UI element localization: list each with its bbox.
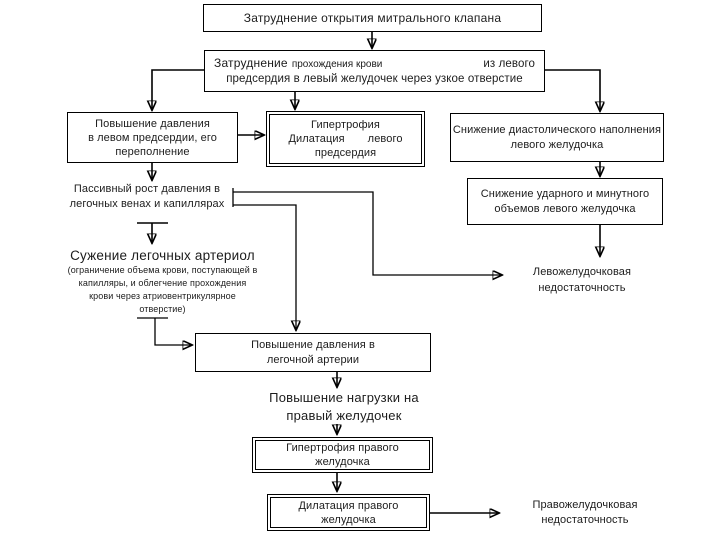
label-h-sub-line3: крови через атриовентрикулярное [89,291,236,301]
node-g-line1: Снижение ударного и минутного [480,187,650,200]
node-b-line1: Затруднение прохождения крови из левого [205,56,544,72]
node-b-left-group: Затруднение прохождения крови [214,56,382,71]
arrow-h-to-k [154,318,192,345]
node-c-line3: переполнение [115,145,190,158]
node-n-inner-frame: Дилатация правого желудочка [270,497,427,528]
arrow-f-to-j [233,191,502,275]
node-stroke-minute-volume-decrease: Снижение ударного и минутного объемов ле… [467,178,663,225]
node-right-ventricle-dilatation: Дилатация правого желудочка [267,494,430,531]
node-k-line2: легочной артерии [266,353,360,366]
label-h-sub-line1: (ограничение объема крови, поступающей в [67,265,258,275]
arrow-b-to-e [545,69,600,111]
node-mitral-valve-opening-difficulty: Затруднение открытия митрального клапана [203,4,542,32]
label-left-ventricular-failure: Левожелудочковая недостаточность [512,262,652,298]
node-d-line1: Гипертрофия [311,119,380,131]
node-b-seg2: прохождения крови [291,58,383,70]
label-l-line2: правый желудочек [286,408,402,423]
node-pulmonary-artery-pressure-rise: Повышение давления в легочной артерии [195,333,431,372]
node-m-line1: Гипертрофия правого [286,442,399,454]
node-n-line1: Дилатация правого [298,499,399,512]
label-j-line1: Левожелудочковая [532,266,632,278]
arrow-f-to-k [233,204,296,330]
node-d-line2: Дилатация левого [270,132,421,146]
label-f-line1: Пассивный рост давления в [73,183,221,195]
label-passive-pulmonary-vein-pressure: Пассивный рост давления в легочных венах… [48,181,246,213]
node-e-line1: Снижение диастолического наполнения [452,123,662,136]
node-d-line3: предсердия [314,147,377,159]
label-f-line2: легочных венах и капиллярах [69,198,225,210]
node-left-atrium-hypertrophy-dilatation: Гипертрофия Дилатация левого предсердия [266,111,425,167]
node-m-inner-frame: Гипертрофия правого желудочка [255,440,430,470]
node-blood-passage-difficulty: Затруднение прохождения крови из левого … [204,50,545,92]
node-b-seg3: из левого [483,57,535,70]
node-b-line2: предсердия в левый желудочек через узкое… [226,72,523,85]
label-l-line1: Повышение нагрузки на [269,390,419,405]
node-lv-diastolic-filling-decrease: Снижение диастолического наполнения лево… [450,113,664,162]
label-h-sub-line4: отверстие) [139,304,186,314]
node-c-line2: в левом предсердии, его [88,131,217,144]
node-n-line2: желудочка [321,513,376,526]
node-e-line2: левого желудочка [510,138,604,151]
node-b-seg1: Затруднение [214,55,288,70]
node-right-ventricle-hypertrophy: Гипертрофия правого желудочка [252,437,433,473]
arrow-b-to-c [152,69,204,110]
label-pulmonary-arteriole-narrowing: Сужение легочных артериол (ограничение о… [40,245,285,319]
label-right-ventricle-load-increase: Повышение нагрузки на правый желудочек [255,388,433,426]
node-g-line2: объемов левого желудочка [494,202,636,215]
label-h-sub-line2: капилляры, и облегчение прохождения [78,278,247,288]
node-c-line1: Повышение давления [95,117,210,130]
node-m-line2: желудочка [315,456,370,468]
label-j-line2: недостаточность [538,282,626,294]
node-k-line1: Повышение давления в [251,338,375,351]
node-d-inner-frame: Гипертрофия Дилатация левого предсердия [269,114,422,164]
node-d-line2a: Дилатация [288,133,345,145]
node-left-atrium-pressure-rise: Повышение давления в левом предсердии, е… [67,112,238,163]
node-a-text: Затруднение открытия митрального клапана [243,10,502,25]
label-o-line2: недостаточность [541,514,629,526]
label-o-line1: Правожелудочковая [532,499,638,511]
label-right-ventricular-failure: Правожелудочковая недостаточность [510,496,660,530]
label-h-title: Сужение легочных артериол [70,248,255,263]
node-d-line2b: левого [367,133,403,145]
